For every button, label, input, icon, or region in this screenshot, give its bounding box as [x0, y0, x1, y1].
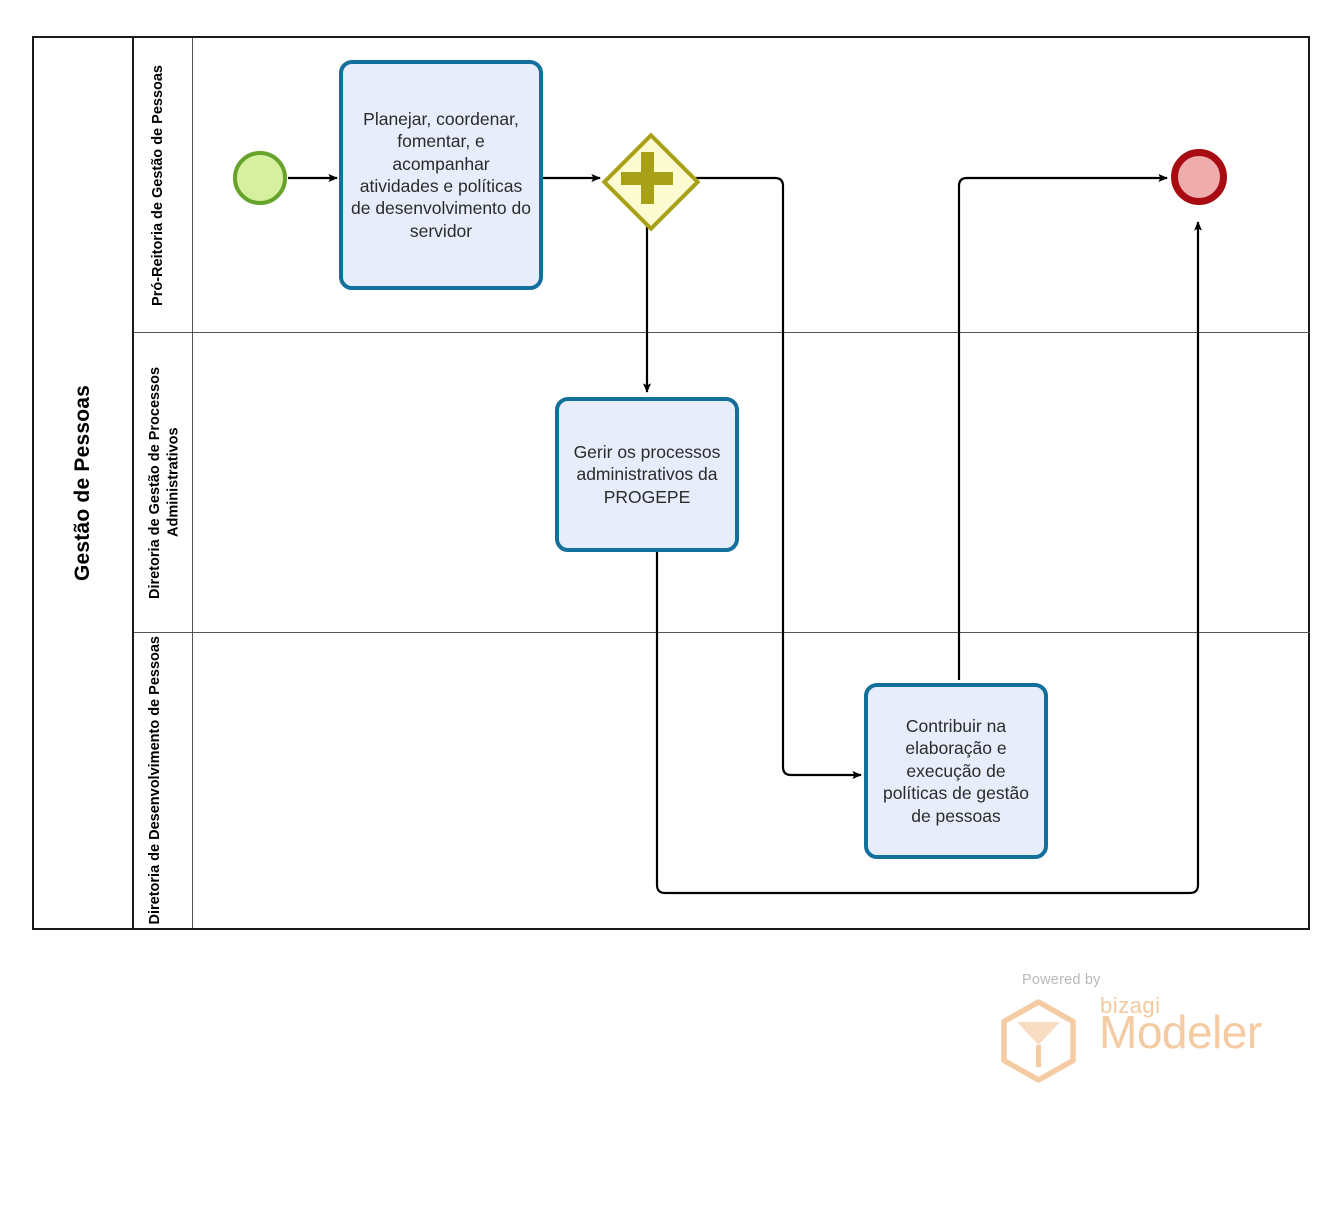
lane-pro-reitoria-de-gestao-de-pessoas[interactable]: Pró-Reitoria de Gestão de Pessoas: [134, 38, 1310, 332]
task-1-label: Planejar, coordenar, fomentar, e acompan…: [351, 108, 531, 241]
start-event[interactable]: [233, 151, 287, 205]
lane-header-2: Diretoria de Gestão de Processos Adminis…: [134, 333, 193, 632]
task-3-label: Contribuir na elaboração e execução de p…: [883, 716, 1029, 826]
lane-header-3: Diretoria de Desenvolvimento de Pessoas: [134, 633, 193, 928]
bizagi-brand-label: bizagi: [1100, 993, 1161, 1018]
pool-title: Gestão de Pessoas: [71, 385, 94, 581]
bizagi-watermark: Powered by bizagi Modeler: [975, 972, 1265, 1083]
pool-header: Gestão de Pessoas: [34, 38, 134, 928]
task-contribuir-politicas-gestao-pessoas[interactable]: Contribuir na elaboração e execução de p…: [864, 683, 1048, 859]
lane-label-desenvolvimento-de-pessoas: Diretoria de Desenvolvimento de Pessoas: [147, 636, 163, 925]
task-gerir-processos-administrativos[interactable]: Gerir os processos administrativos da PR…: [555, 397, 739, 552]
lane-label-processos-administrativos: Diretoria de Gestão de Processos Adminis…: [147, 366, 182, 599]
parallel-gateway[interactable]: [601, 132, 701, 232]
powered-by-label: Powered by: [1022, 972, 1101, 988]
end-event[interactable]: [1171, 149, 1227, 205]
plus-icon-vertical: [640, 152, 654, 204]
modeler-product-label: Modeler: [1099, 1006, 1262, 1058]
bizagi-hexagon-logo: [1001, 999, 1076, 1083]
lane-label-pro-reitoria: Pró-Reitoria de Gestão de Pessoas: [150, 64, 166, 306]
lane-header-1: Pró-Reitoria de Gestão de Pessoas: [134, 38, 193, 332]
task-2-label: Gerir os processos administrativos da PR…: [573, 441, 721, 507]
lane-diretoria-de-desenvolvimento-de-pessoas[interactable]: Diretoria de Desenvolvimento de Pessoas: [134, 632, 1310, 928]
task-planejar-coordenar[interactable]: Planejar, coordenar, fomentar, e acompan…: [339, 60, 543, 290]
